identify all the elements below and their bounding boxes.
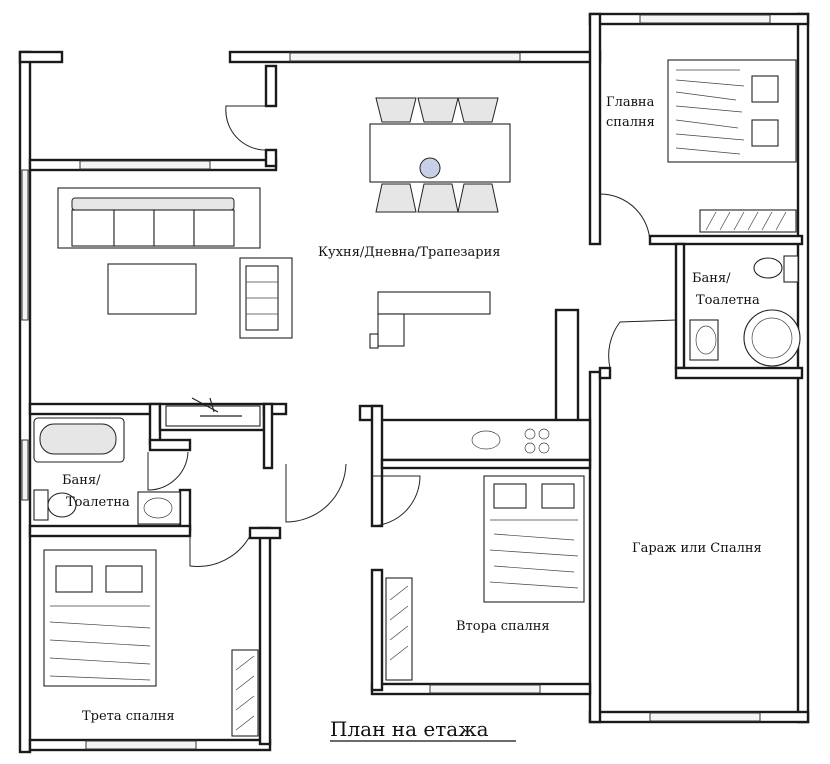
bath-left-fixtures [33, 417, 181, 525]
hall-door [285, 463, 347, 523]
master-bedroom-label-line1: Главна [606, 95, 655, 110]
bath-left-label-line2: Тоалетна [66, 495, 130, 510]
master-door [599, 193, 651, 245]
interior-walls [28, 64, 804, 746]
windows [21, 14, 771, 750]
bath-left-door [147, 451, 189, 491]
entry-door [225, 105, 267, 151]
third-bed [43, 549, 259, 737]
second-bed [385, 475, 585, 681]
plan-title: План на етажа [330, 717, 489, 741]
second-bedroom-label: Втора спалня [456, 619, 550, 634]
bath-right-door [608, 319, 677, 369]
kitchen-fixtures [471, 428, 550, 454]
bath-right-fixtures [689, 255, 801, 367]
master-bed [667, 59, 797, 233]
third-bedroom-door [189, 535, 251, 567]
second-bedroom-door [371, 475, 421, 527]
doors[interactable] [147, 105, 677, 567]
room-labels: Главна спалня Кухня/Дневна/Трапезария Ба… [62, 95, 762, 742]
master-bedroom-label-line2: спалня [606, 115, 655, 130]
third-bedroom-label: Трета спалня [82, 709, 175, 724]
garage-label: Гараж или Спалня [632, 541, 762, 556]
bath-right-label-line1: Баня/ [692, 271, 731, 286]
bath-left-label-line1: Баня/ [62, 473, 101, 488]
bath-right-label-line2: Тоалетна [696, 293, 760, 308]
living-furniture [57, 97, 511, 427]
living-room-label: Кухня/Дневна/Трапезария [318, 245, 500, 260]
